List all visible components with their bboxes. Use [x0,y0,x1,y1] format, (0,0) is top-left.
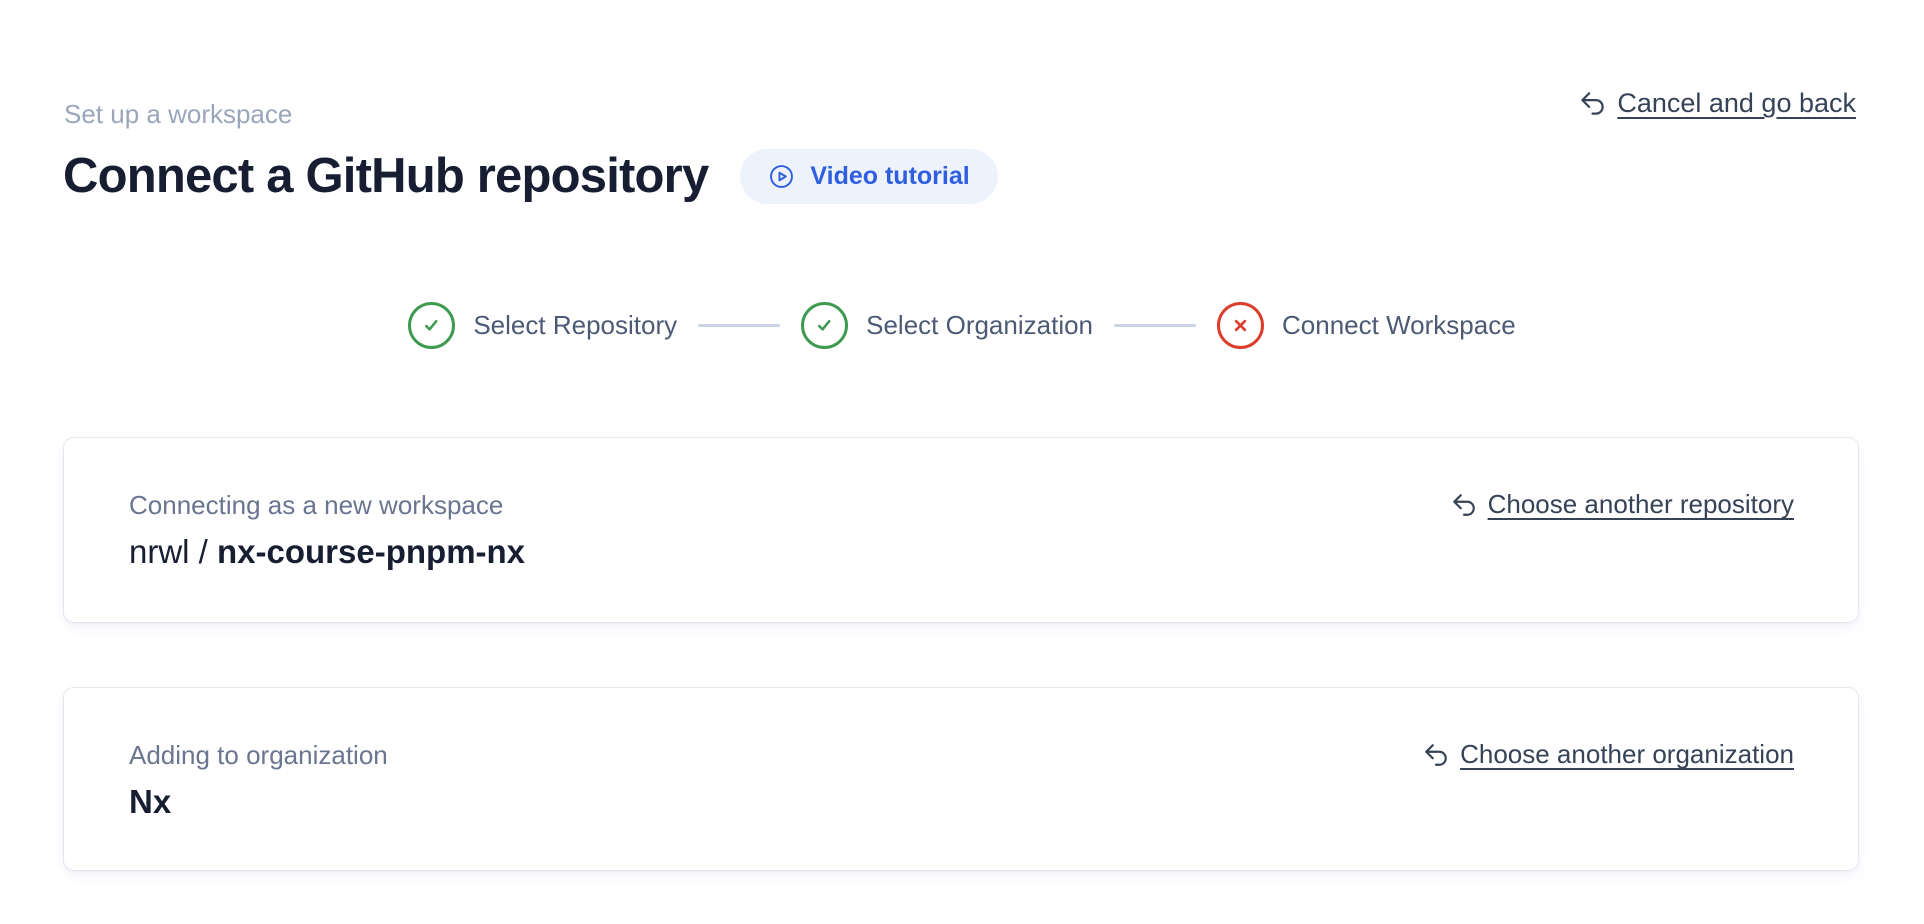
cancel-and-go-back-link[interactable]: Cancel and go back [1579,88,1856,119]
title-row: Connect a GitHub repository Video tutori… [63,147,998,205]
repository-card: Connecting as a new workspace nrwl / nx-… [63,437,1859,623]
organization-name-row: Nx [129,783,171,821]
repository-name: nx-course-pnpm-nx [217,533,526,570]
undo-arrow-icon [1452,493,1475,516]
step-complete-check-icon [801,302,849,349]
step-connector [1114,324,1197,327]
step-label: Select Organization [866,310,1094,340]
eyebrow-label: Set up a workspace [64,99,293,129]
undo-arrow-icon [1425,743,1447,766]
play-circle-icon [770,164,794,188]
repository-owner: nrwl / [129,533,208,570]
cancel-link-label: Cancel and go back [1617,88,1856,118]
choose-another-organization-label: Choose another organization [1460,739,1794,769]
page-title: Connect a GitHub repository [63,149,709,203]
step-error-x-icon [1217,302,1265,349]
video-tutorial-button[interactable]: Video tutorial [740,148,998,204]
repository-card-subtitle: Connecting as a new workspace [129,490,504,520]
choose-another-repository-label: Choose another repository [1487,489,1794,519]
repository-full-name: nrwl / nx-course-pnpm-nx [129,533,525,571]
organization-card: Adding to organization Nx Choose another… [63,687,1859,871]
organization-name: Nx [129,783,172,820]
step-select-organization: Select Organization [801,302,1093,349]
undo-arrow-icon [1581,92,1605,115]
step-label: Select Repository [473,310,678,340]
choose-another-organization-link[interactable]: Choose another organization [1423,739,1794,770]
step-connector [698,324,781,327]
setup-stepper: Select Repository Select Organization Co… [0,302,1924,349]
choose-another-repository-link[interactable]: Choose another repository [1451,489,1794,520]
step-label: Connect Workspace [1282,310,1516,340]
step-connect-workspace: Connect Workspace [1217,302,1516,349]
organization-card-subtitle: Adding to organization [129,740,388,770]
step-select-repository: Select Repository [408,302,677,349]
step-complete-check-icon [408,302,456,349]
video-tutorial-label: Video tutorial [810,161,970,190]
